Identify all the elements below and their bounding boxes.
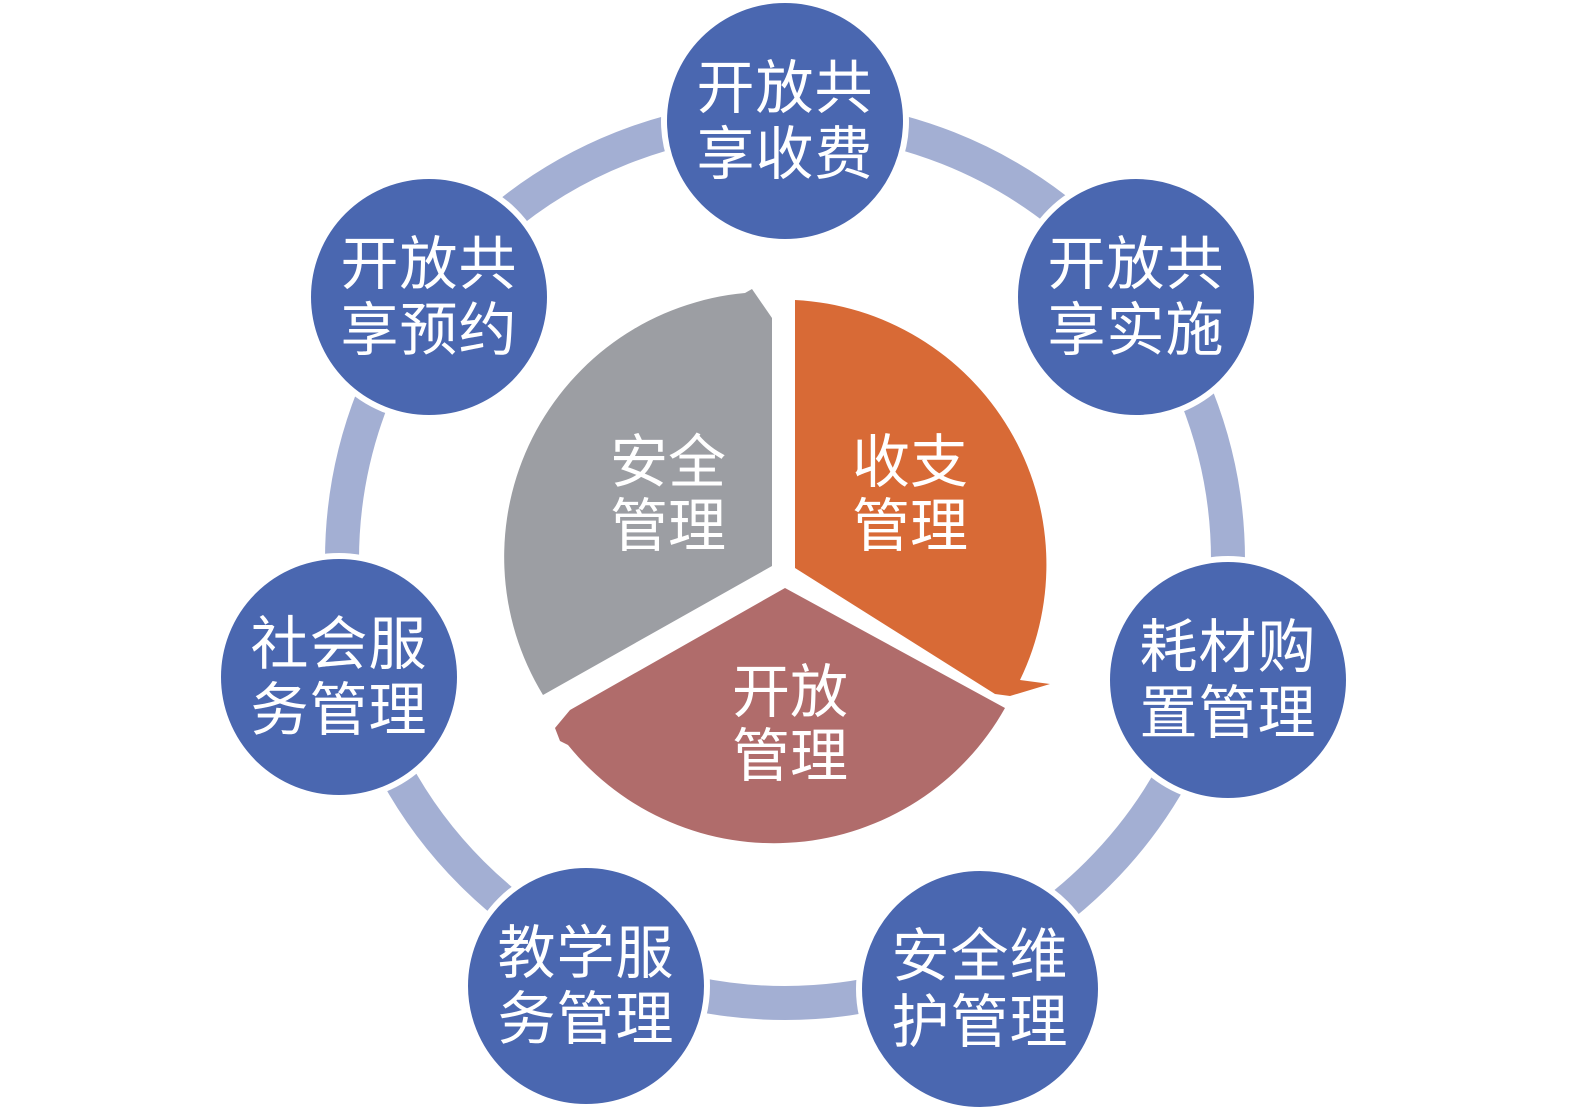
node-label-line1: 安全维 [891, 922, 1069, 990]
segment-finance-label-2: 管理 [852, 492, 968, 560]
node-social-service: 社会服 务管理 [215, 553, 463, 801]
node-label-line1: 耗材购 [1139, 613, 1317, 681]
segment-security-label-2: 管理 [610, 492, 726, 560]
segment-open-label-2: 管理 [732, 722, 848, 790]
node-label-line2: 护管理 [891, 988, 1069, 1056]
node-label-line1: 教学服 [497, 919, 675, 987]
segment-open-label-1: 开放 [732, 658, 848, 726]
node-label-line2: 务管理 [497, 985, 675, 1053]
node-label-line1: 社会服 [250, 610, 428, 678]
node-label-line2: 置管理 [1139, 679, 1317, 747]
segment-finance-label-1: 收支 [852, 428, 968, 496]
node-safety-maintenance: 安全维 护管理 [856, 865, 1104, 1113]
node-consumables-purchase: 耗材购 置管理 [1104, 556, 1352, 804]
node-label-line1: 开放共 [1047, 230, 1225, 298]
node-label-line1: 开放共 [340, 230, 518, 298]
segment-security-label-1: 安全 [610, 428, 726, 496]
node-label-line1: 开放共 [696, 54, 874, 122]
segment-finance [795, 300, 1050, 696]
node-open-share-implement: 开放共 享实施 [1012, 173, 1260, 421]
node-label-line2: 务管理 [250, 676, 428, 744]
node-open-share-booking: 开放共 享预约 [305, 173, 553, 421]
node-open-share-fee: 开放共 享收费 [661, 0, 909, 245]
node-label-line2: 享收费 [696, 120, 874, 188]
node-label-line2: 享实施 [1047, 296, 1225, 364]
node-teaching-service: 教学服 务管理 [462, 862, 710, 1110]
node-label-line2: 享预约 [340, 296, 518, 364]
segment-open [555, 588, 1005, 844]
segment-security [504, 289, 772, 695]
